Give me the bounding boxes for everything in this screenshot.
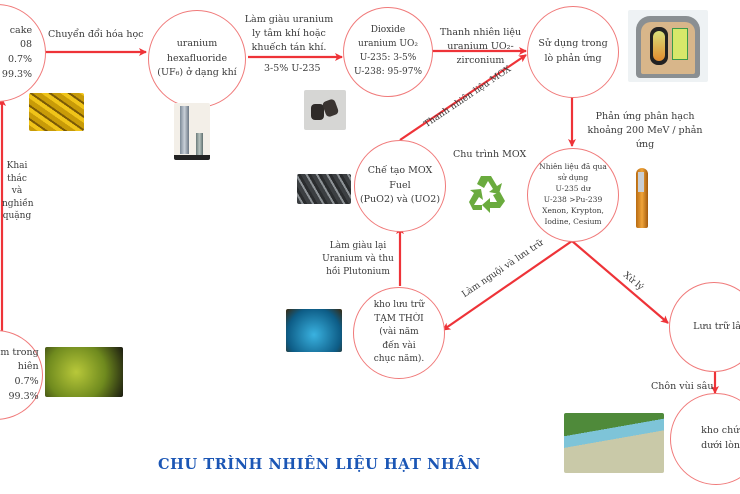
label-bury: Chôn vùi sâu <box>651 381 714 392</box>
centrifuge-image <box>174 103 210 160</box>
node-reactor-text: Sử dụng trong lò phản ứng <box>538 38 608 64</box>
recycle-icon <box>464 172 509 214</box>
node-interim-storage-text: kho lưu trữ TẠM THỜI (vài năm đến vài ch… <box>373 300 425 365</box>
node-uf6: uranium hexafluoride (UF₆) ở dạng khí <box>148 10 246 108</box>
label-mining: Khai thác và nghiền quặng <box>2 161 34 222</box>
label-fission: Phản ứng phân hạch khoảng 200 MeV / phản… <box>587 111 703 150</box>
label-mox-cycle: Chu trình MOX <box>453 149 527 160</box>
node-interim-storage: kho lưu trữ TẠM THỜI (vài năm đến vài ch… <box>353 287 445 379</box>
node-spent-fuel: Nhiên liệu đã qua sử dụng U-235 dư U-238… <box>527 148 619 242</box>
node-uo2: Dioxide uranium UO₂ U-235: 3-5% U-238: 9… <box>343 7 433 97</box>
uo2-pellets-image <box>304 90 346 130</box>
node-mox-fuel-text: Chế tạo MOX Fuel (PuO2) và (UO2) <box>359 164 441 206</box>
node-geologic-repository: kho chứa sâu dưới lòng đất <box>670 393 740 485</box>
diagram-title: CHU TRÌNH NHIÊN LIỆU HẠT NHÂN <box>158 456 482 473</box>
label-enrich: Làm giàu uranium ly tâm khí hoặc khuếch … <box>244 14 334 53</box>
storage-pool-image <box>286 309 342 352</box>
node-reactor: Sử dụng trong lò phản ứng <box>527 6 619 98</box>
geologic-repository-image <box>564 413 664 473</box>
node-spent-fuel-text: Nhiên liệu đã qua sử dụng U-235 dư U-238… <box>539 162 607 226</box>
node-geologic-repository-text: kho chứa sâu dưới lòng đất <box>701 425 740 451</box>
node-yellowcake-text: cake 08 0.7% 99.3% <box>1 24 33 80</box>
mox-pellets-image <box>297 174 351 204</box>
node-longterm-storage-text: Lưu trữ lâu dài <box>693 320 740 332</box>
fuel-rod-image <box>622 160 670 240</box>
node-uo2-text: Dioxide uranium UO₂ U-235: 3-5% U-238: 9… <box>353 25 423 77</box>
label-enrich-pct: 3-5% U-235 <box>264 63 321 74</box>
uranium-ore-image <box>45 347 123 397</box>
label-chem-convert: Chuyển đổi hóa học <box>48 29 144 40</box>
label-fuel-rod: Thanh nhiên liệu uranium UO₂- zirconium <box>439 27 522 66</box>
label-reprocess: Làm giàu lại Uranium và thu hồi Plutoniu… <box>322 241 394 278</box>
yellowcake-image <box>29 93 84 131</box>
node-natural-ore-text: m trong hiên 0.7% 99.3% <box>0 346 39 402</box>
node-uf6-text: uranium hexafluoride (UF₆) ở dạng khí <box>157 37 237 79</box>
node-mox-fuel: Chế tạo MOX Fuel (PuO2) và (UO2) <box>354 140 446 232</box>
node-longterm-storage: Lưu trữ lâu dài <box>669 282 740 372</box>
reactor-diagram-image <box>628 10 708 82</box>
